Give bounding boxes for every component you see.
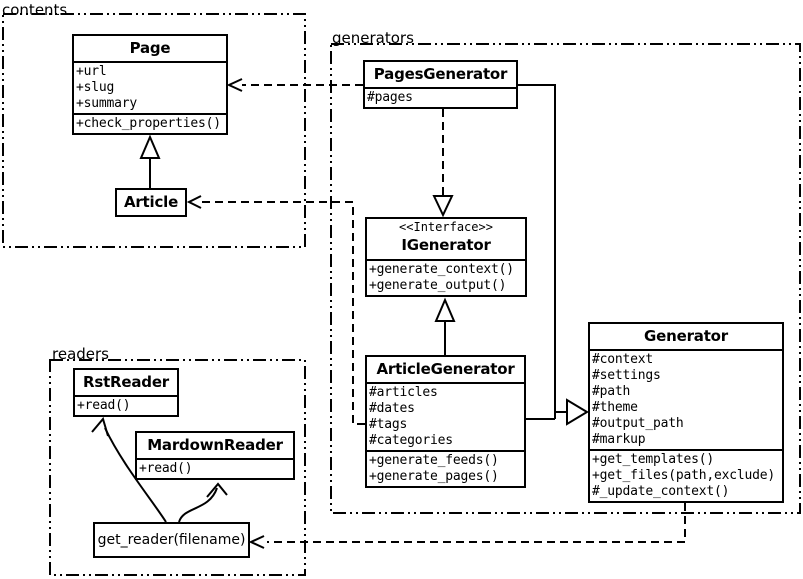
class-box-generator: Generator #context #settings #path #them… — [588, 322, 784, 503]
attribute: #dates — [369, 401, 415, 416]
class-box-pagesgenerator: PagesGenerator #pages — [363, 60, 518, 109]
attribute: #markup — [592, 432, 646, 447]
attribute: #categories — [369, 433, 453, 448]
class-attributes: #pages — [365, 87, 516, 107]
class-methods: +get_templates() +get_files(path,exclude… — [590, 449, 782, 501]
edge-generators-generator-inheritance — [518, 84, 567, 420]
open-arrowhead-icon — [91, 416, 109, 437]
method: +generate_context() — [369, 262, 514, 277]
edge-articlegenerator-article-dependency — [201, 201, 365, 425]
method: +generate_feeds() — [369, 453, 499, 468]
class-title: RstReader — [82, 373, 169, 391]
method: #_update_context() — [592, 484, 730, 499]
attribute: #tags — [369, 417, 408, 432]
package-label-generators: generators — [332, 29, 414, 47]
attribute: #articles — [369, 385, 438, 400]
class-attributes: #articles #dates #tags #categories — [367, 382, 524, 450]
class-title: MardownReader — [147, 436, 283, 454]
class-title: Article — [123, 193, 179, 211]
class-title: IGenerator — [401, 236, 491, 254]
class-box-articlegenerator: ArticleGenerator #articles #dates #tags … — [365, 355, 526, 488]
class-box-igenerator: <<Interface>> IGenerator +generate_conte… — [365, 217, 527, 297]
class-attributes: +url +slug +summary — [74, 61, 226, 113]
class-box-article: Article — [115, 188, 187, 217]
package-label-contents: contents — [2, 1, 68, 19]
class-box-markdownreader: MardownReader +read() — [135, 431, 295, 480]
attribute: #pages — [367, 90, 413, 105]
class-title: ArticleGenerator — [376, 360, 515, 378]
attribute: #context — [592, 352, 654, 367]
function-box-get-reader: get_reader(filename) — [93, 522, 250, 558]
package-label-readers: readers — [52, 345, 109, 363]
attribute: #output_path — [592, 416, 684, 431]
inheritance-triangle-icon — [139, 134, 161, 159]
method: +get_files(path,exclude) — [592, 468, 776, 483]
package-border-readers — [49, 359, 306, 576]
class-methods: +read() — [137, 458, 293, 478]
class-methods: +read() — [75, 395, 177, 415]
package-border-contents — [2, 13, 306, 248]
class-box-page: Page +url +slug +summary +check_properti… — [72, 34, 228, 135]
open-arrowhead-icon — [248, 535, 265, 549]
class-methods: +generate_feeds() +generate_pages() — [367, 450, 524, 486]
open-arrowhead-icon — [226, 78, 243, 92]
open-arrowhead-icon — [206, 482, 228, 498]
attribute: #settings — [592, 368, 661, 383]
method: +read() — [77, 398, 131, 413]
attribute: #theme — [592, 400, 638, 415]
inheritance-triangle-icon — [566, 398, 589, 426]
open-arrowhead-icon — [186, 195, 202, 209]
inheritance-triangle-icon — [434, 297, 456, 322]
method: +get_templates() — [592, 452, 715, 467]
attribute: +summary — [76, 96, 138, 111]
edge-getreader-rstreader — [104, 427, 167, 523]
class-stereotype: <<Interface>> — [399, 220, 493, 234]
class-attributes: #context #settings #path #theme #output_… — [590, 349, 782, 449]
attribute: +url — [76, 64, 107, 79]
class-title: Page — [129, 39, 171, 57]
class-methods: +check_properties() — [74, 113, 226, 133]
attribute: +slug — [76, 80, 115, 95]
class-box-rstreader: RstReader +read() — [73, 368, 179, 417]
attribute: #path — [592, 384, 631, 399]
package-border-generators — [330, 43, 801, 514]
class-title: Generator — [644, 327, 728, 345]
method: +read() — [139, 461, 193, 476]
inheritance-triangle-icon — [432, 195, 454, 218]
class-title: PagesGenerator — [373, 65, 508, 83]
class-methods: +generate_context() +generate_output() — [367, 259, 525, 295]
method: +generate_pages() — [369, 469, 499, 484]
method: +generate_output() — [369, 278, 507, 293]
edge-generator-getreader-dependency — [267, 503, 686, 543]
edge-getreader-markdownreader — [178, 487, 218, 523]
method: +check_properties() — [76, 116, 221, 131]
